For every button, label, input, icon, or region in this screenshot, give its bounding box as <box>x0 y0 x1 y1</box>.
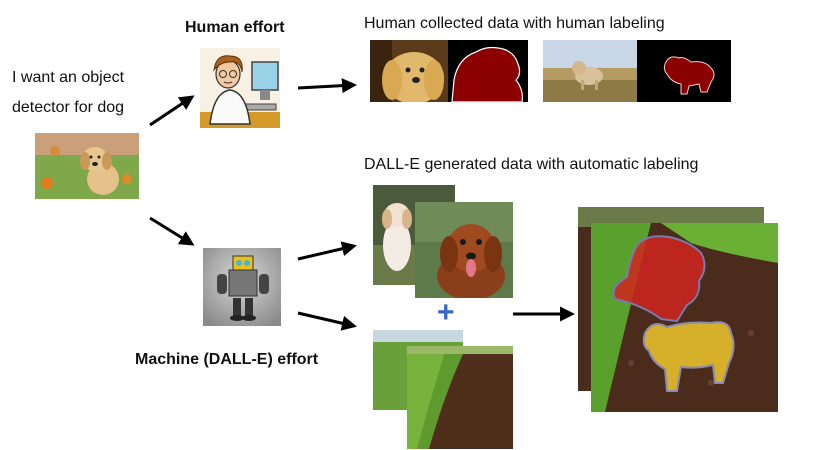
human-effort-title: Human effort <box>185 19 285 36</box>
arrow-request-to-human <box>149 95 195 127</box>
dalle-data-caption: DALL-E generated data with automatic lab… <box>364 156 699 173</box>
arrow-human-to-data <box>297 78 357 94</box>
machine-effort-title: Machine (DALL-E) effort <box>135 351 319 368</box>
composite-output-image <box>591 223 778 412</box>
arrow-request-to-machine <box>149 216 195 246</box>
arrow-machine-to-fields <box>297 311 357 331</box>
request-line-2: detector for dog <box>12 99 125 116</box>
human-data-caption: Human collected data with human labeling <box>364 15 665 32</box>
robot-image <box>203 248 281 326</box>
dalle-field-image-2 <box>407 346 513 449</box>
arrow-machine-to-dogs <box>297 241 357 261</box>
human-dog-mask-2 <box>637 40 731 102</box>
puppy-photo <box>35 133 139 199</box>
human-dog-mask-1 <box>448 40 528 102</box>
request-line-1: I want an object <box>12 69 125 86</box>
plus-symbol: + <box>437 296 455 329</box>
human-dog-photo-2 <box>543 40 637 102</box>
human-worker-image <box>200 48 280 128</box>
human-dog-photo-1 <box>370 40 448 102</box>
dalle-dog-image-2 <box>415 202 513 298</box>
